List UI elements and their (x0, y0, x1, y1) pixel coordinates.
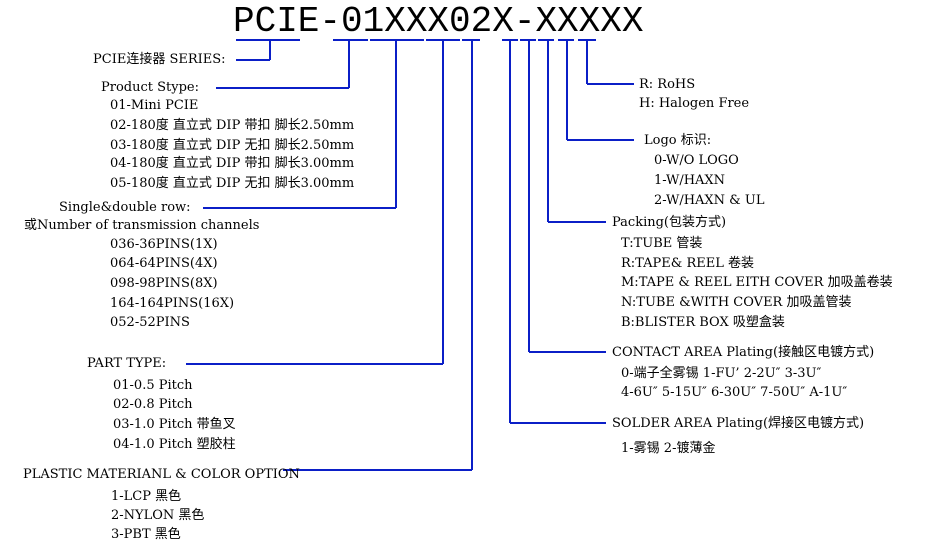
row-item: 164-164PINS(16X) (110, 296, 235, 311)
logo-title: Logo 标识: (644, 133, 712, 148)
product-item: 02-180度 直立式 DIP 带扣 脚长2.50mm (110, 118, 355, 133)
logo-item: 2-W/HAXN & UL (654, 193, 765, 208)
row-title-alt: 或Number of transmission channels (24, 218, 260, 233)
packing-item: T:TUBE 管装 (621, 236, 703, 251)
part-type-item: 01-0.5 Pitch (113, 378, 193, 393)
packing-item: B:BLISTER BOX 吸塑盒装 (621, 315, 785, 330)
rohs-label: R: RoHS (639, 77, 696, 92)
packing-item: R:TAPE& REEL 卷装 (621, 256, 754, 271)
product-item: 01-Mini PCIE (110, 98, 199, 113)
packing-item: N:TUBE &WITH COVER 加吸盖管装 (621, 295, 852, 310)
solder-item: 1-雾锡 2-镀薄金 (621, 441, 716, 456)
row-title: Single&double row: (59, 200, 191, 215)
series-label: PCIE连接器 SERIES: (93, 52, 226, 67)
product-item: 04-180度 直立式 DIP 带扣 脚长3.00mm (110, 156, 355, 171)
row-item: 036-36PINS(1X) (110, 237, 218, 252)
contact-item: 4-6U″ 5-15U″ 6-30U″ 7-50U″ A-1U″ (621, 385, 848, 400)
contact-item: 0-端子全雾锡 1-FU’ 2-2U″ 3-3U″ (621, 366, 822, 381)
row-item: 052-52PINS (110, 315, 190, 330)
solder-title: SOLDER AREA Plating(焊接区电镀方式) (612, 416, 865, 431)
plastic-item: 3-PBT 黑色 (111, 527, 181, 542)
logo-item: 1-W/HAXN (654, 173, 726, 188)
part-number-title: PCIE-01XXX02X-XXXXX (233, 1, 644, 42)
plastic-item: 1-LCP 黑色 (111, 489, 182, 504)
product-title: Product Stype: (101, 80, 199, 95)
product-item: 05-180度 直立式 DIP 无扣 脚长3.00mm (110, 176, 355, 191)
plastic-item: 2-NYLON 黑色 (111, 508, 205, 523)
row-item: 064-64PINS(4X) (110, 256, 218, 271)
logo-item: 0-W/O LOGO (654, 153, 739, 168)
packing-title: Packing(包装方式) (612, 215, 727, 230)
product-item: 03-180度 直立式 DIP 无扣 脚长2.50mm (110, 138, 355, 153)
halogen-label: H: Halogen Free (639, 96, 750, 111)
part-type-item: 03-1.0 Pitch 带鱼叉 (113, 417, 236, 432)
plastic-title: PLASTIC MATERIANL & COLOR OPTION (23, 467, 300, 482)
part-type-item: 04-1.0 Pitch 塑胶柱 (113, 437, 236, 452)
part-type-title: PART TYPE: (87, 356, 167, 371)
part-type-item: 02-0.8 Pitch (113, 397, 193, 412)
contact-title: CONTACT AREA Plating(接触区电镀方式) (612, 345, 875, 360)
row-item: 098-98PINS(8X) (110, 276, 218, 291)
packing-item: M:TAPE & REEL EITH COVER 加吸盖卷装 (621, 275, 893, 290)
